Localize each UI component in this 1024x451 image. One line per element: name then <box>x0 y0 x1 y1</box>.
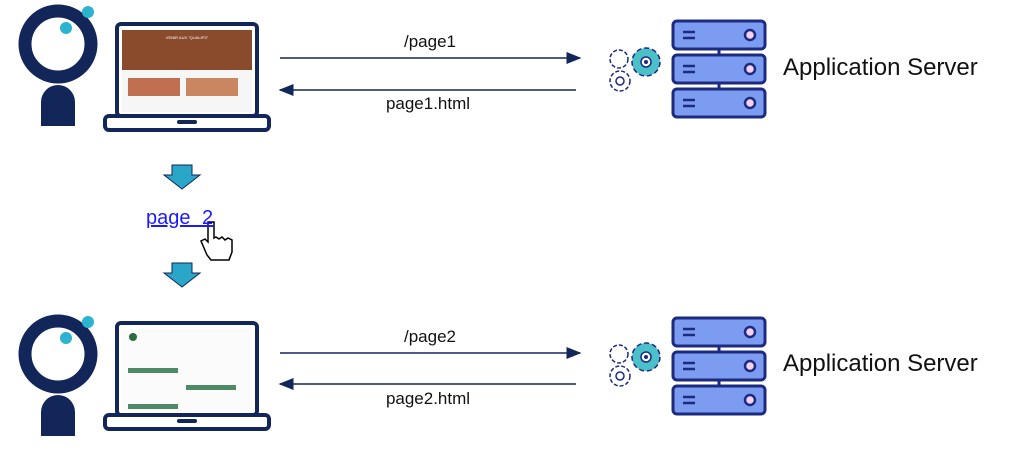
user-avatar-icon <box>25 6 94 126</box>
page-2-link[interactable]: page 2 <box>146 207 214 229</box>
server-label: Application Server <box>783 350 978 377</box>
screen-banner-image <box>122 30 252 70</box>
user-avatar-icon <box>25 316 94 436</box>
server-icon <box>671 19 767 119</box>
server-icon <box>671 316 767 416</box>
screen-table-row <box>186 385 236 390</box>
screen-thumbnail <box>128 78 180 96</box>
server-label: Application Server <box>783 54 978 81</box>
screen-table-row <box>128 404 178 409</box>
gears-icon <box>609 47 661 92</box>
request-label: /page2 <box>404 327 456 346</box>
gears-icon <box>609 342 661 387</box>
down-arrow-icon <box>162 164 202 190</box>
hand-cursor-icon <box>200 221 233 261</box>
response-label: page1.html <box>385 94 471 113</box>
screen-table-row <box>128 368 178 373</box>
request-label: /page1 <box>404 32 456 51</box>
down-arrow-icon <box>162 262 202 288</box>
screen-thumbnail <box>186 78 238 96</box>
screen-headline: VENIR AUX "QUALIFS" <box>166 35 209 40</box>
response-label: page2.html <box>385 389 471 408</box>
laptop-icon: VENIR AUX "QUALIFS" <box>103 22 271 132</box>
laptop-icon <box>103 321 271 431</box>
